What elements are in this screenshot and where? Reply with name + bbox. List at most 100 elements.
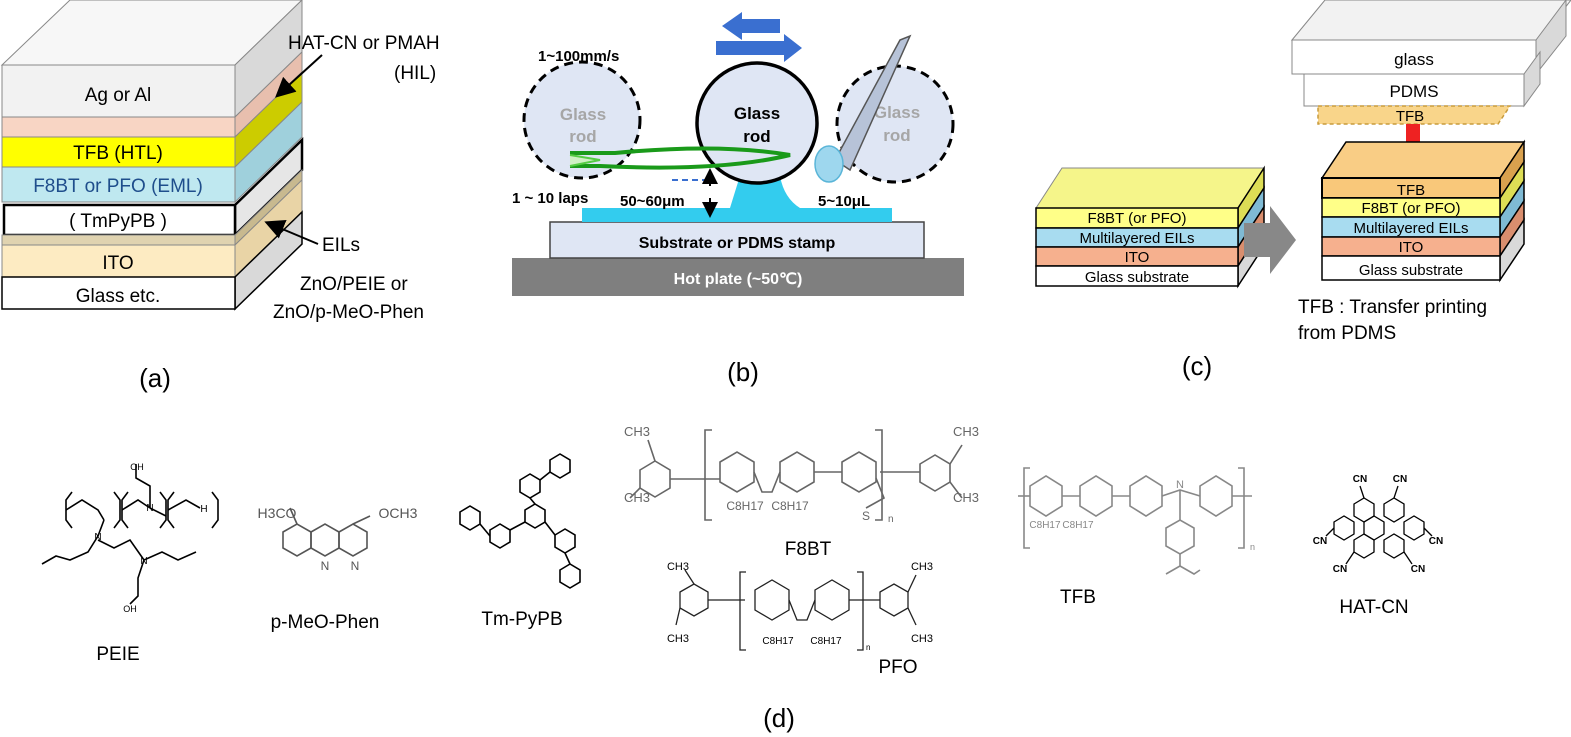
panel-d-structures: OH OH N N N H PEIE H3CO OCH3 N N p-MeO-P…	[41, 424, 1443, 733]
rod-right-label-1: Glass	[874, 103, 920, 122]
eil-desc-2: ZnO/p-MeO-Phen	[273, 302, 424, 323]
panel-a-device-stack: Ag or Al TFB (HTL) F8BT or PFO (EML) ( T…	[0, 0, 440, 393]
cathode-front	[1, 64, 236, 118]
pfo-structure: CH3 CH3 CH3 CH3 C8H17 C8H17 n PFO	[667, 561, 933, 678]
eil-desc-1: ZnO/PEIE or	[300, 274, 408, 295]
hil-annotation-1: HAT-CN or PMAH	[288, 33, 440, 54]
phen-n-1: N	[321, 559, 330, 573]
peie-label: PEIE	[96, 644, 139, 665]
tfb-n-subscript: n	[1250, 542, 1255, 552]
peie-n-2: N	[146, 503, 153, 514]
hatcn-cn-1: CN	[1353, 474, 1367, 485]
glass-top-label: glass	[1394, 50, 1434, 69]
laps-label: 1 ~ 10 laps	[512, 190, 588, 207]
stamp-stack: glass PDMS TFB	[1290, 0, 1571, 125]
och3-label: OCH3	[379, 505, 418, 521]
f8bt-label: F8BT	[785, 539, 832, 560]
hat-cn-structure: CN CN CN CN CN CN HAT-CN	[1313, 474, 1443, 618]
etl-layer: ( TmPyPB )	[2, 137, 304, 238]
transfer-note-1: TFB : Transfer printing	[1298, 297, 1487, 318]
pfo-label: PFO	[878, 657, 917, 678]
right-glass-layer	[1321, 255, 1501, 281]
f8bt-s: S	[862, 509, 870, 523]
f8bt-n-subscript: n	[888, 514, 894, 525]
tfb-film-label: TFB	[1396, 108, 1424, 125]
p-meo-phen-structure: H3CO OCH3 N N p-MeO-Phen	[258, 505, 418, 633]
f8bt-ch3-4: CH3	[953, 490, 979, 505]
eil-annotation: EILs	[322, 235, 360, 256]
left-glass-label: Glass substrate	[1085, 269, 1189, 286]
hatcn-cn-6: CN	[1411, 564, 1425, 575]
htl-layer: TFB (HTL)	[1, 70, 303, 169]
transfer-note-2: from PDMS	[1298, 323, 1396, 344]
anode-label: ITO	[102, 253, 133, 274]
substrate-stamp	[549, 221, 925, 259]
process-arrow-icon	[1244, 206, 1296, 274]
eml-label: F8BT or PFO (EML)	[33, 176, 203, 197]
f8bt-ch3-2: CH3	[624, 490, 650, 505]
pfo-c8h17-2: C8H17	[810, 636, 842, 647]
f8bt-ch3-3: CH3	[953, 424, 979, 439]
droplet	[814, 145, 844, 183]
hatcn-cn-2: CN	[1393, 474, 1407, 485]
peie-nh: H	[200, 504, 207, 515]
rod-left-label-2: rod	[569, 127, 596, 146]
panel-a-caption: (a)	[139, 363, 171, 393]
peie-oh-bottom: OH	[123, 604, 137, 614]
eml-layer: F8BT or PFO (EML)	[1, 100, 303, 204]
substrate-front	[1, 276, 236, 310]
panel-b-bar-coating: Hot plate (~50℃) Substrate or PDMS stamp…	[512, 12, 964, 387]
f8bt-ch3-1: CH3	[624, 424, 650, 439]
peie-n-1: N	[94, 532, 101, 543]
rod-center-label-1: Glass	[734, 104, 780, 123]
peie-structure: OH OH N N N H PEIE	[41, 462, 219, 665]
peie-n-3: N	[140, 556, 147, 567]
tfb-n: N	[1176, 479, 1184, 491]
tm-pypb-structure: Tm-PyPB	[459, 453, 581, 630]
hatcn-cn-4: CN	[1429, 536, 1443, 547]
pfo-ch3-3: CH3	[911, 561, 933, 573]
peie-oh-top: OH	[130, 462, 144, 472]
f8bt-c8h17-2: C8H17	[771, 499, 809, 513]
right-eil-label: Multilayered EILs	[1353, 220, 1468, 237]
hotplate-label: Hot plate (~50℃)	[674, 271, 803, 288]
rod-left-label-1: Glass	[560, 105, 606, 124]
cathode-layer: Ag or Al	[0, 0, 303, 119]
anode-front	[1, 244, 236, 278]
left-device-stack: F8BT (or PFO) Multilayered EILs ITO Glas…	[1035, 165, 1265, 289]
rod-center-label-2: rod	[743, 127, 770, 146]
hil-layer	[1, 50, 303, 139]
phen-n-2: N	[351, 559, 360, 573]
hil-arrow	[275, 54, 323, 98]
pipette	[834, 34, 912, 172]
left-ito-label: ITO	[1125, 249, 1150, 266]
htl-label: TFB (HTL)	[73, 143, 163, 164]
panel-c-transfer-printing: F8BT (or PFO) Multilayered EILs ITO Glas…	[1035, 0, 1571, 381]
hat-cn-label: HAT-CN	[1339, 597, 1408, 618]
eil-arrow	[264, 219, 319, 245]
hil-annotation-2: (HIL)	[394, 63, 436, 84]
hotplate	[512, 258, 964, 296]
p-meo-phen-label: p-MeO-Phen	[271, 612, 380, 633]
tfb-film-layer	[1317, 105, 1512, 125]
right-device-stack: TFB F8BT (or PFO) Multilayered EILs ITO …	[1320, 139, 1526, 283]
laps-loop	[570, 146, 791, 170]
liquid-film	[582, 208, 892, 222]
hatcn-cn-5: CN	[1333, 564, 1347, 575]
volume-label: 5~10μL	[818, 193, 870, 210]
right-f8bt-label: F8BT (or PFO)	[1362, 200, 1461, 217]
laps-arrow-icon	[569, 154, 601, 167]
left-eil-label: Multilayered EILs	[1079, 230, 1194, 247]
pfo-ch3-4: CH3	[911, 633, 933, 645]
etl-label: ( TmPyPB )	[69, 211, 167, 232]
etl-front	[2, 203, 237, 237]
eml-front	[1, 166, 236, 203]
pdms-layer	[1303, 73, 1525, 107]
left-glass-layer	[1035, 265, 1239, 287]
right-ito-label: ITO	[1399, 239, 1424, 256]
pfo-ch3-1: CH3	[667, 561, 689, 573]
tfb-c8h17-2: C8H17	[1062, 520, 1094, 531]
left-f8bt-label: F8BT (or PFO)	[1088, 210, 1187, 227]
pfo-ch3-2: CH3	[667, 633, 689, 645]
speed-label: 1~100mm/s	[538, 48, 619, 65]
